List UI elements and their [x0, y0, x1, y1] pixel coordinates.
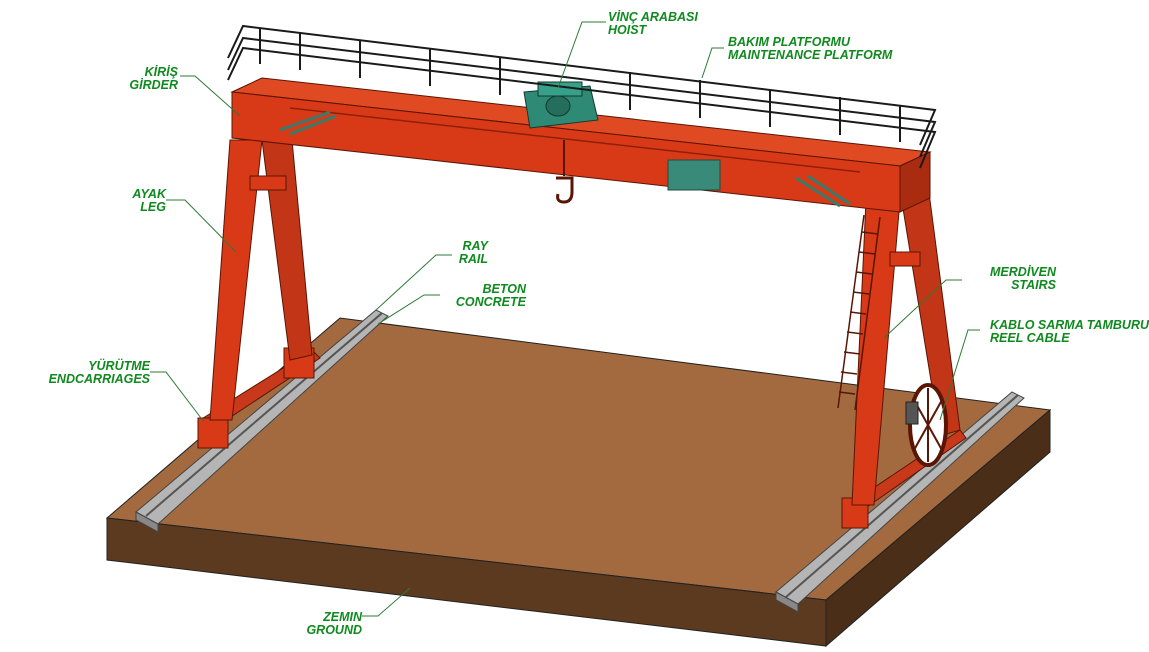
hook [556, 140, 574, 204]
leader-platform [701, 47, 724, 79]
leader-lines [150, 21, 980, 617]
label-concrete-tr: BETON [482, 282, 526, 296]
stairs [837, 214, 881, 411]
label-rail-tr: RAY [462, 239, 488, 253]
label-reel-en: REEL CABLE [990, 331, 1070, 345]
label-girder-tr: KİRİŞ [144, 65, 178, 79]
label-stairs: MERDİVEN STAIRS [960, 266, 1056, 292]
label-ground-tr: ZEMIN [323, 610, 362, 624]
label-platform-en: MAINTENANCE PLATFORM [728, 48, 893, 62]
leader-concrete [377, 294, 440, 325]
rail-left-end [135, 511, 159, 533]
label-stairs-tr: MERDİVEN [990, 265, 1056, 279]
label-leg-en: LEG [140, 200, 166, 214]
leader-reel [939, 329, 980, 421]
label-ground: ZEMIN GROUND [280, 611, 362, 637]
leader-stairs [883, 279, 962, 339]
leader-endcarriages [150, 371, 205, 423]
ground-slab [105, 317, 1052, 648]
label-hoist-tr: VİNÇ ARABASI [608, 10, 698, 24]
ground-right-face [825, 408, 1051, 648]
label-concrete-en: CONCRETE [455, 295, 526, 309]
label-girder-en: GİRDER [129, 78, 178, 92]
label-reel-tr: KABLO SARMA TAMBURU [990, 319, 1149, 332]
leader-ground [362, 587, 411, 617]
label-endcarriages: YÜRÜTME ENDCARRIAGES [20, 360, 150, 386]
leader-girder [180, 75, 241, 117]
leg-right [851, 184, 961, 506]
cable-reel [905, 383, 948, 467]
hoist [523, 81, 599, 129]
label-endcarriages-en: ENDCARRIAGES [48, 372, 150, 386]
label-girder: KİRİŞ GİRDER [110, 66, 178, 92]
label-rail-en: RAIL [458, 252, 488, 266]
nameplate [667, 159, 721, 191]
leader-leg [166, 199, 237, 253]
label-rail: RAY RAIL [390, 240, 488, 266]
maintenance-platform [227, 24, 937, 169]
rail-right-end [775, 591, 799, 613]
label-hoist: VİNÇ ARABASI HOIST [608, 11, 698, 37]
label-platform: BAKIM PLATFORMU MAINTENANCE PLATFORM [728, 36, 892, 62]
leader-hoist [557, 21, 606, 89]
label-concrete: BETON CONCRETE [420, 283, 526, 309]
leg-left [209, 139, 313, 421]
label-leg: AYAK LEG [100, 188, 166, 214]
label-platform-tr: BAKIM PLATFORMU [728, 35, 850, 49]
label-ground-en: GROUND [306, 623, 362, 637]
label-stairs-en: STAIRS [1011, 278, 1056, 292]
label-leg-tr: AYAK [132, 187, 166, 201]
rails [135, 309, 1025, 613]
label-endcarriages-tr: YÜRÜTME [88, 359, 150, 373]
label-reel: KABLO SARMA TAMBURU REEL CABLE [990, 319, 1149, 345]
leader-rail [375, 254, 452, 311]
label-hoist-en: HOIST [608, 23, 647, 37]
